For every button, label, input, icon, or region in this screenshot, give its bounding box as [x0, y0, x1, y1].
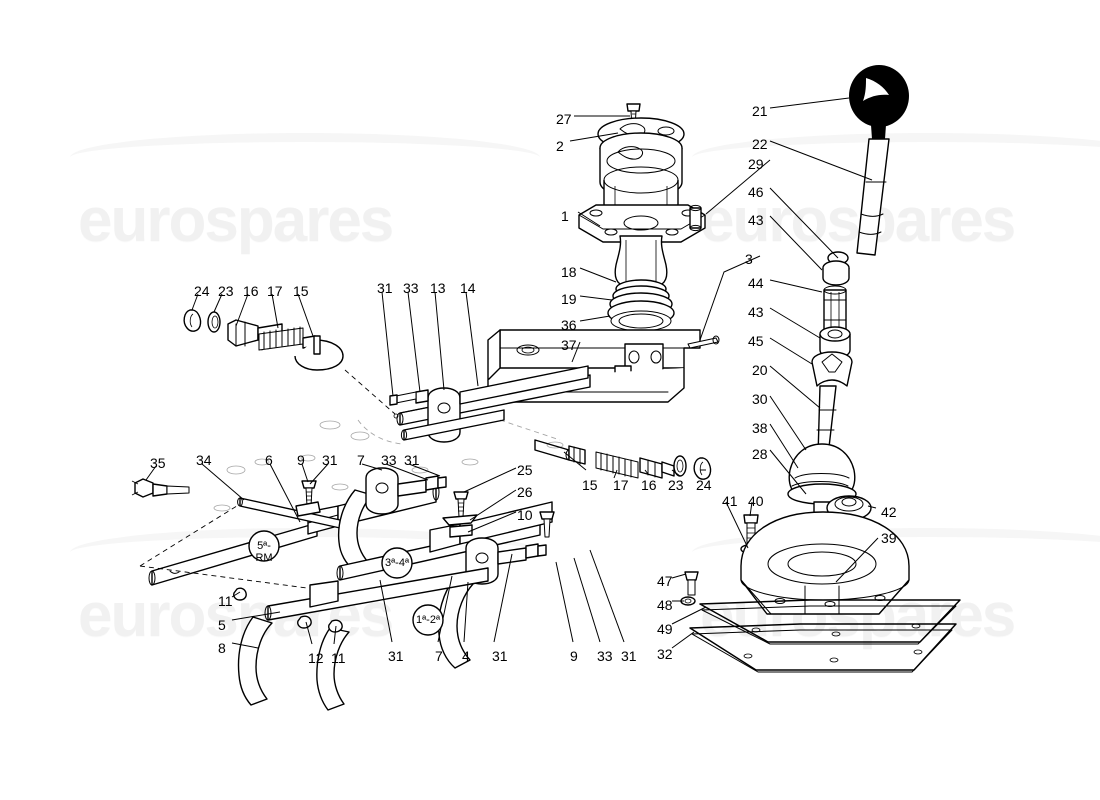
callout-number-36: 36: [561, 317, 577, 333]
marker-3-4: 3ª-4ª: [384, 557, 410, 569]
shift-rod-1-2-fork-8: [233, 567, 489, 711]
callout-number-18: 18: [561, 264, 577, 280]
callout-number-7: 7: [357, 452, 365, 468]
detent-plunger-set-left: [183, 309, 399, 419]
callout-number-47: 47: [657, 573, 673, 589]
callout-number-33: 33: [381, 452, 397, 468]
callout-number-9: 9: [570, 648, 578, 664]
bolt-31-and-clamp-9: [295, 480, 321, 517]
callout-number-31: 31: [388, 648, 404, 664]
callout-number-4: 4: [462, 648, 470, 664]
marker-1-2: 1ª-2ª: [415, 614, 441, 626]
callout-number-26: 26: [517, 484, 533, 500]
callout-number-17: 17: [613, 477, 629, 493]
callout-number-45: 45: [748, 333, 764, 349]
callout-number-2: 2: [556, 138, 564, 154]
detent-plunger-set-right: [534, 439, 712, 480]
selector-fork-3-4: [337, 467, 447, 571]
callout-number-38: 38: [752, 420, 768, 436]
callout-number-37: 37: [561, 337, 577, 353]
callout-number-15: 15: [582, 477, 598, 493]
callout-number-23: 23: [218, 283, 234, 299]
callout-number-5: 5: [218, 617, 226, 633]
callout-number-43: 43: [748, 304, 764, 320]
callout-number-25: 25: [517, 462, 533, 478]
callout-number-31: 31: [322, 452, 338, 468]
callout-number-41: 41: [722, 493, 738, 509]
callout-number-40: 40: [748, 493, 764, 509]
callout-number-17: 17: [267, 283, 283, 299]
bolt-47-washer-48: [680, 571, 699, 606]
callout-number-9: 9: [297, 452, 305, 468]
callout-number-21: 21: [752, 103, 768, 119]
callout-number-28: 28: [752, 446, 768, 462]
tower-neck: [614, 235, 668, 285]
shift-tower-assembly: [578, 103, 706, 285]
gear-marker-circles: [248, 530, 444, 636]
callout-number-48: 48: [657, 597, 673, 613]
callout-number-31: 31: [404, 452, 420, 468]
callout-number-42: 42: [881, 504, 897, 520]
callout-number-31: 31: [621, 648, 637, 664]
callout-number-46: 46: [748, 184, 764, 200]
callout-number-16: 16: [641, 477, 657, 493]
callout-number-33: 33: [597, 648, 613, 664]
callout-number-39: 39: [881, 530, 897, 546]
callout-number-32: 32: [657, 646, 673, 662]
callout-number-19: 19: [561, 291, 577, 307]
nut-33-bolt-31-upper: [389, 389, 429, 406]
callout-number-34: 34: [196, 452, 212, 468]
callout-number-33: 33: [403, 280, 419, 296]
gasket-32: [689, 623, 957, 673]
callout-number-35: 35: [150, 455, 166, 471]
bolt-25-plate-26-clamp-10: [442, 491, 478, 538]
callout-number-27: 27: [556, 111, 572, 127]
callout-number-29: 29: [748, 156, 764, 172]
marker-5-rm: 5ª-RM: [255, 540, 273, 564]
callout-number-16: 16: [243, 283, 259, 299]
bush-29: [689, 204, 702, 232]
callout-number-22: 22: [752, 136, 768, 152]
callout-number-11: 11: [218, 593, 233, 609]
callout-number-6: 6: [265, 452, 273, 468]
callout-number-49: 49: [657, 621, 673, 637]
callout-number-3: 3: [745, 251, 753, 267]
callout-number-8: 8: [218, 640, 226, 656]
callout-number-7: 7: [435, 648, 443, 664]
callout-number-24: 24: [194, 283, 210, 299]
callout-number-31: 31: [377, 280, 393, 296]
callout-number-20: 20: [752, 362, 768, 378]
callout-number-14: 14: [460, 280, 476, 296]
reverse-switch-35: [131, 478, 190, 498]
upper-shift-rod-assembly: [389, 365, 591, 443]
console-cover-39: [740, 511, 910, 615]
callout-number-12: 12: [308, 650, 324, 666]
callout-number-11: 11: [331, 650, 346, 666]
leader-lines: [145, 97, 879, 649]
callout-number-1: 1: [561, 208, 569, 224]
callout-number-13: 13: [430, 280, 446, 296]
detent-spring-17-right: [595, 451, 639, 479]
callout-number-30: 30: [752, 391, 768, 407]
callout-number-15: 15: [293, 283, 309, 299]
callout-number-10: 10: [517, 507, 533, 523]
callout-number-31: 31: [492, 648, 508, 664]
callout-number-23: 23: [668, 477, 684, 493]
boot-gaiter-18-19-36: [607, 279, 675, 332]
callout-number-44: 44: [748, 275, 764, 291]
callout-number-24: 24: [696, 477, 712, 493]
callout-number-43: 43: [748, 212, 764, 228]
hidden-detail-ghosts: [213, 419, 564, 512]
